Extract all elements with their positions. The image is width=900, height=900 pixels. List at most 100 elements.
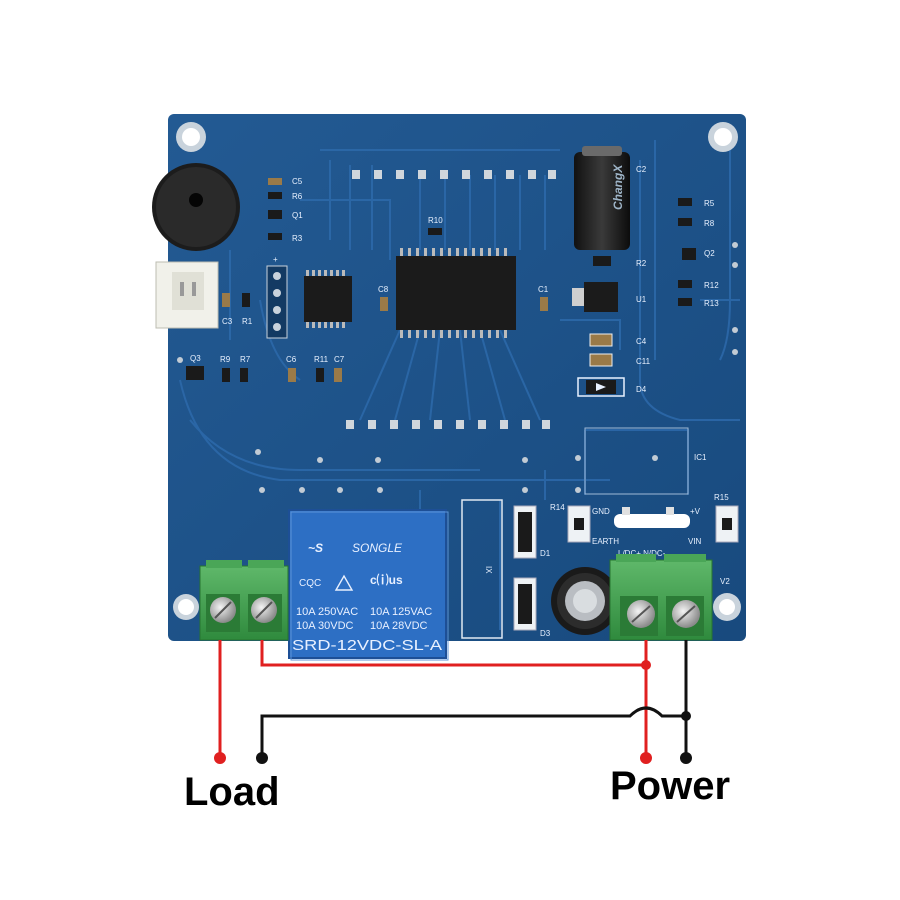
vias: [177, 242, 738, 493]
load-terminal-red-dot: [214, 752, 226, 764]
capacitor-brand: ChangX: [611, 164, 625, 210]
relay-model: SRD-12VDC-SL-A: [292, 637, 442, 654]
label-ic1: IC1: [694, 453, 707, 462]
label-r2: R2: [636, 259, 647, 268]
smd-r11: [316, 368, 324, 382]
pin-header: [266, 265, 288, 339]
label-r3: R3: [292, 234, 303, 243]
label-r1: R1: [242, 317, 253, 326]
smd-c4: [589, 333, 613, 347]
relay-cqc: CQC: [299, 578, 321, 589]
pin-gnd: GND: [592, 507, 610, 516]
smd-r8: [678, 218, 692, 226]
smd-r13: [678, 298, 692, 306]
mounting-hole-top-left: [176, 122, 206, 152]
regulator-u1: [572, 282, 618, 312]
label-r13: R13: [704, 299, 719, 308]
label-c4: C4: [636, 337, 647, 346]
ix-outline: [461, 499, 503, 639]
small-ic: [304, 270, 352, 328]
mounting-hole-top-right: [708, 122, 738, 152]
relay-rating-ac-right: 10A 125VAC: [370, 606, 432, 618]
power-terminal-red-dot: [640, 752, 652, 764]
relay-brand: SONGLE: [352, 541, 403, 555]
load-label: Load: [184, 770, 280, 814]
label-r7: R7: [240, 355, 251, 364]
smd-r5: [678, 198, 692, 206]
power-terminal-black-dot: [680, 752, 692, 764]
label-r5: R5: [704, 199, 715, 208]
relay-rating-dc-right: 10A 28VDC: [370, 620, 428, 632]
power-module-pads: [567, 505, 739, 543]
smd-r12: [678, 280, 692, 288]
smd-r9: [222, 368, 230, 382]
diode-d1: [513, 505, 537, 559]
label-r10: R10: [428, 216, 443, 225]
mounting-hole-bottom-left: [173, 594, 199, 620]
pin-vplus: +V: [690, 507, 701, 516]
electrolytic-capacitor-c2: ChangX: [574, 146, 630, 250]
label-c8: C8: [378, 285, 389, 294]
smd-r1: [242, 293, 250, 307]
sensor-connector: [155, 261, 219, 329]
label-r6: R6: [292, 192, 303, 201]
buzzer: [152, 163, 240, 251]
mounting-hole-bottom-right: [713, 593, 741, 621]
warning-triangle-icon: [334, 574, 354, 591]
label-d3: D3: [540, 629, 551, 638]
smd-r7: [240, 368, 248, 382]
label-c11: C11: [636, 357, 651, 366]
relay-rating-ac-left: 10A 250VAC: [296, 606, 358, 618]
diode-d3: [513, 577, 537, 631]
load-terminal-black-dot: [256, 752, 268, 764]
label-d4: D4: [636, 385, 647, 394]
ic1-outline: [584, 427, 689, 495]
wire-nodes: [214, 660, 692, 764]
relay: ~S SONGLE CQC c⒤us 10A 250VAC 10A 125VAC…: [288, 509, 449, 661]
label-r8: R8: [704, 219, 715, 228]
smd-c11: [589, 353, 613, 367]
wiring: [218, 640, 688, 758]
wire-black-load: [260, 706, 686, 758]
label-d1: D1: [540, 549, 551, 558]
label-r11: R11: [314, 355, 329, 364]
smd-c1: [540, 297, 548, 311]
smd-c3: [222, 293, 230, 307]
smd-left-column: [268, 178, 282, 240]
label-v2: V2: [720, 577, 730, 586]
smd-c8: [380, 297, 388, 311]
label-plus: +: [273, 255, 278, 264]
label-q3: Q3: [190, 354, 201, 363]
wire-red-power: [260, 640, 648, 758]
smd-c7: [334, 368, 342, 382]
smd-r10: [428, 228, 442, 235]
label-c7: C7: [334, 355, 345, 364]
display-pads-top: [352, 170, 556, 179]
smd-r2: [593, 256, 611, 266]
relay-rating-dc-left: 10A 30VDC: [296, 620, 354, 632]
label-c6: C6: [286, 355, 297, 364]
power-terminal-block: [609, 554, 713, 641]
label-r9: R9: [220, 355, 231, 364]
pin-dc: L/DC+ N/DC-: [618, 549, 666, 558]
pin-vin: VIN: [688, 537, 702, 546]
label-u1: U1: [636, 295, 647, 304]
label-r14: R14: [550, 503, 565, 512]
main-mcu: [396, 248, 516, 338]
small-capacitor: [551, 567, 619, 635]
diode-d4: [577, 377, 625, 397]
label-c3: C3: [222, 317, 233, 326]
label-r12: R12: [704, 281, 719, 290]
label-c2: C2: [636, 165, 647, 174]
label-r15: R15: [714, 493, 729, 502]
pin-earth: EARTH: [592, 537, 619, 546]
display-pads-bottom: [346, 420, 550, 429]
load-terminal-block: [199, 560, 289, 641]
label-ix: IX: [484, 566, 493, 574]
label-q2: Q2: [704, 249, 715, 258]
label-c5: C5: [292, 177, 303, 186]
label-c1: C1: [538, 285, 549, 294]
smd-c6: [288, 368, 296, 382]
smd-q2: [682, 248, 696, 260]
